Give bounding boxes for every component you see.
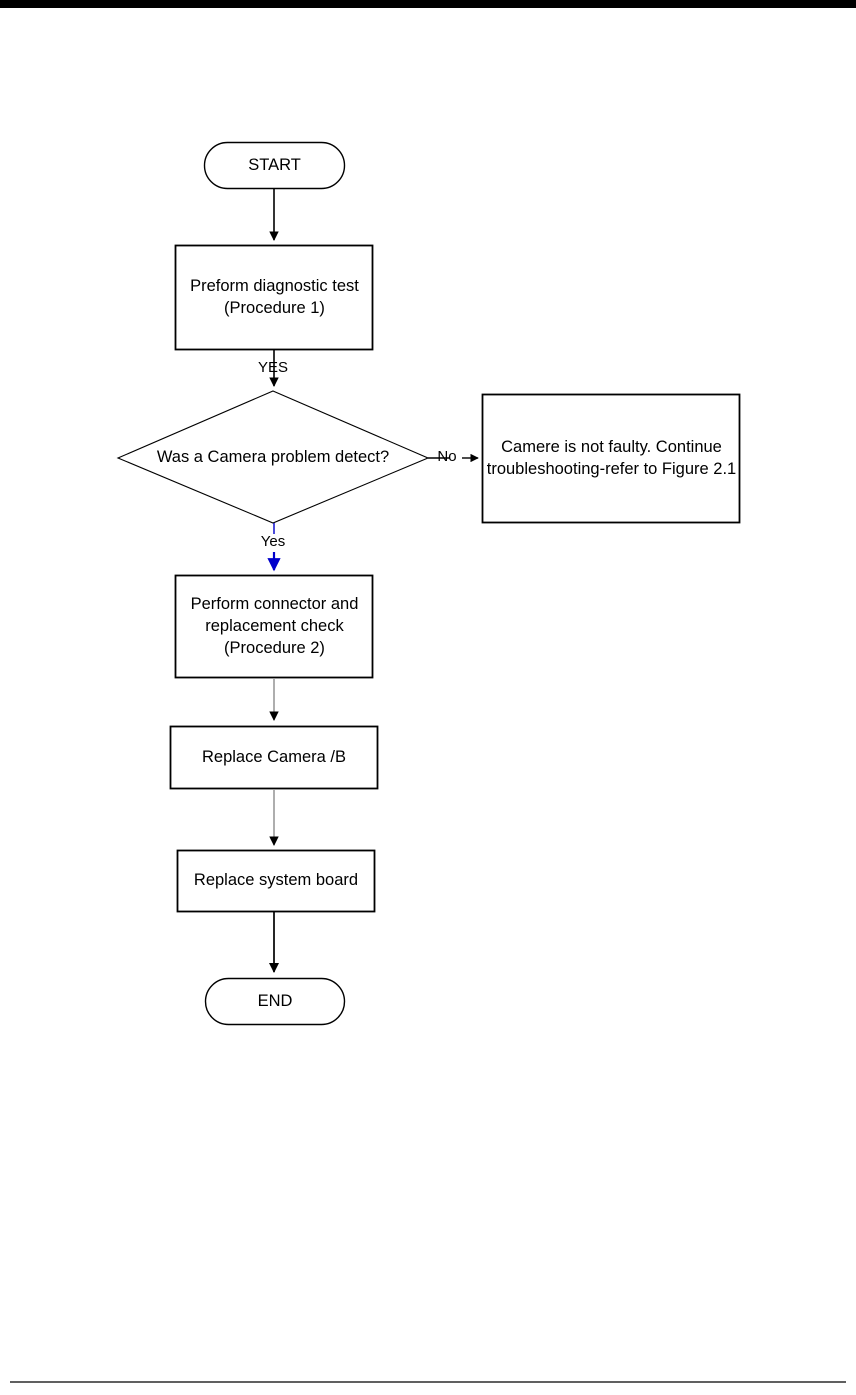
decision-diamond-shape bbox=[116, 390, 430, 524]
not-faulty-box-shape bbox=[481, 393, 741, 524]
diagnostic-box-shape bbox=[174, 244, 374, 351]
edge-label-yes-lower: Yes bbox=[260, 533, 286, 550]
end-node-shape bbox=[204, 977, 346, 1026]
replace-system-board-box-shape bbox=[176, 849, 376, 913]
connector-check-box-shape bbox=[174, 574, 374, 679]
edge-label-yes-upper: YES bbox=[257, 359, 288, 376]
edge-label-no: No bbox=[437, 448, 457, 465]
start-node-shape bbox=[203, 141, 346, 190]
page-top-rule bbox=[0, 0, 856, 8]
replace-camera-box-shape bbox=[169, 725, 379, 790]
